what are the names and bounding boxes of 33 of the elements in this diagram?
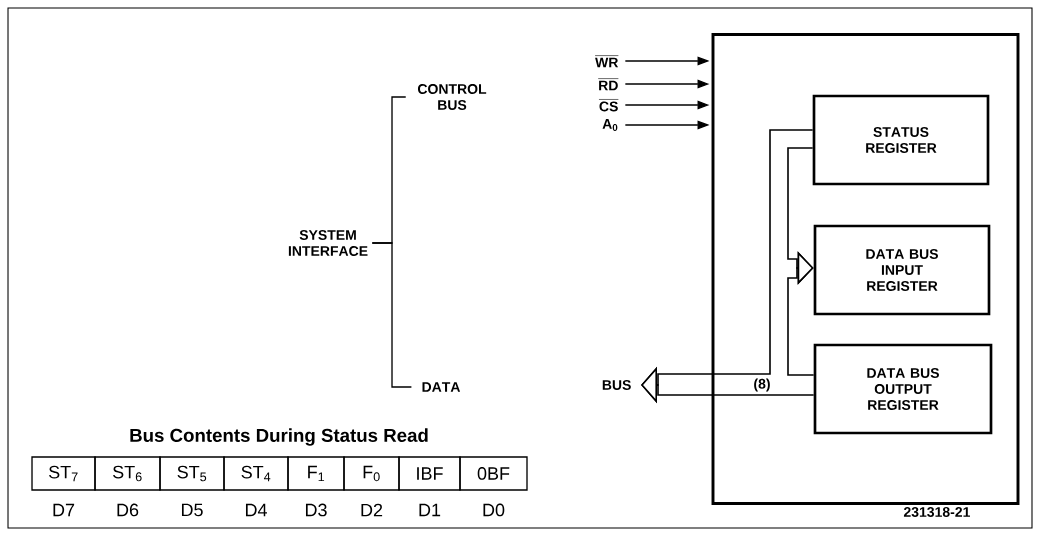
bracket-line	[371, 242, 413, 388]
bit-label: D5	[182, 503, 203, 517]
signal-label: $\overline{\textbf{RD}}$	[598, 78, 619, 91]
table-cell: F$_{0}$	[343, 456, 400, 491]
bus-arrow	[787, 251, 815, 376]
bus-label: CONTROL BUS	[417, 84, 487, 110]
figure-number: 231318-21	[903, 507, 970, 517]
table-cell: F$_{1}$	[287, 456, 345, 491]
table-cell: ST$_{5}$	[159, 456, 225, 491]
signal-label: $\overline{\textbf{CS}}$	[598, 99, 619, 112]
bus-label: DATA	[422, 382, 461, 392]
register-box: DATA BUS OUTPUT REGISTER	[813, 343, 993, 435]
table-cell: 0BF	[459, 456, 528, 491]
chip-box	[711, 33, 1020, 505]
interface-label: SYSTEM INTERFACE	[288, 230, 368, 256]
register-box: DATA BUS INPUT REGISTER	[813, 224, 991, 316]
bit-label: D2	[361, 503, 383, 517]
bit-label: D7	[53, 503, 75, 517]
table-cell: ST$_{7}$	[31, 456, 96, 491]
signal-label: $\textbf{A}_{\textbf{0}}$	[602, 119, 618, 131]
table-cell: ST$_{6}$	[94, 456, 161, 491]
table-title: Bus Contents During Status Read	[130, 428, 428, 446]
table-cell: IBF	[398, 456, 461, 491]
table-cell: ST$_{4}$	[223, 456, 289, 491]
register-box: STATUS REGISTER	[812, 94, 990, 186]
bit-label: D0	[483, 503, 505, 517]
bit-label: D1	[419, 503, 441, 517]
signal-label: $\overline{\textbf{WR}}$	[595, 55, 619, 68]
edge-label: (8)	[752, 377, 772, 393]
bus-label: BUS	[602, 380, 631, 390]
bit-label: D3	[306, 503, 327, 517]
bit-label: D6	[117, 503, 139, 517]
bit-label: D4	[246, 503, 267, 517]
